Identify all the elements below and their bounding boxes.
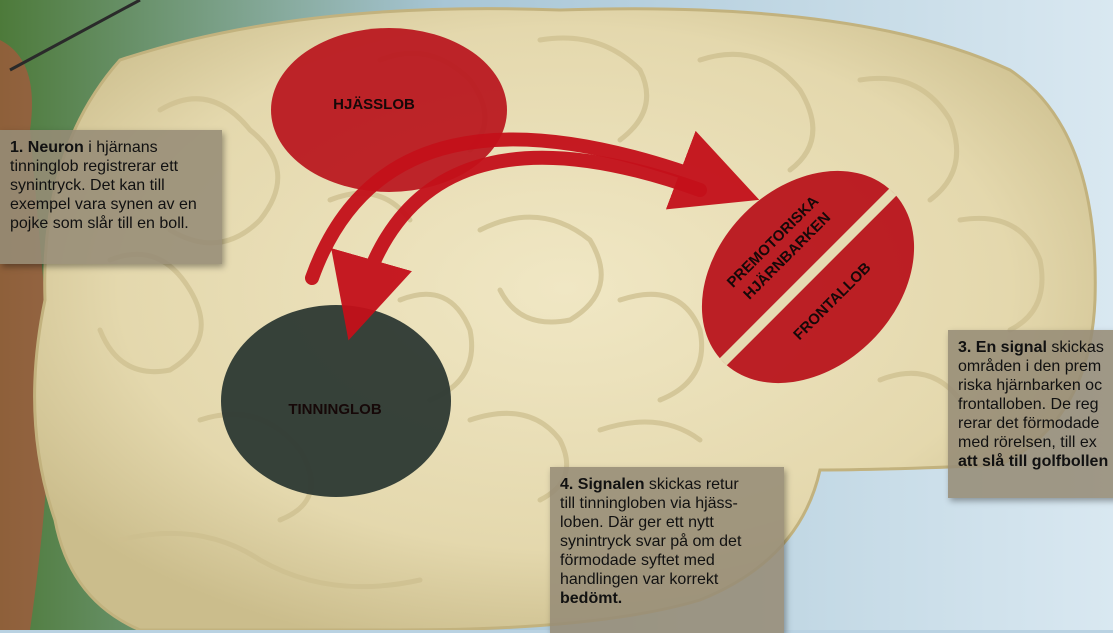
caption-signal-line: att slå till golfbollen xyxy=(958,453,1108,470)
caption-neuron: 1. Neuron i hjärnans tinninglob registre… xyxy=(0,130,222,264)
caption-signal-return-line: till tinningloben via hjäss- xyxy=(560,495,738,512)
caption-neuron-line: synintryck. Det kan till xyxy=(10,177,165,194)
caption-neuron-line: exempel vara synen av en xyxy=(10,196,197,213)
caption-signal-return-bold: 4. Signalen xyxy=(560,476,644,493)
caption-signal-line: skickas xyxy=(1047,339,1104,356)
caption-neuron-line: i hjärnans xyxy=(84,139,158,156)
caption-signal-return-line: bedömt. xyxy=(560,590,622,607)
caption-signal-return-line: skickas retur xyxy=(644,476,738,493)
caption-signal-return-line: synintryck svar på om det xyxy=(560,533,741,550)
caption-neuron-bold: 1. Neuron xyxy=(10,139,84,156)
caption-signal-line: områden i den prem xyxy=(958,358,1101,375)
caption-signal-line: med rörelsen, till ex xyxy=(958,434,1097,451)
caption-signal-bold: 3. En signal xyxy=(958,339,1047,356)
caption-neuron-line: pojke som slår till en boll. xyxy=(10,215,189,232)
caption-signal-line: frontalloben. De reg xyxy=(958,396,1099,413)
caption-signal-return-line: loben. Där ger ett nytt xyxy=(560,514,714,531)
caption-signal-return: 4. Signalen skickas retur till tinninglo… xyxy=(550,467,784,633)
caption-signal-line: riska hjärnbarken oc xyxy=(958,377,1102,394)
temporal-lobe-label: TINNINGLOB xyxy=(288,401,381,418)
caption-signal-return-line: handlingen var korrekt xyxy=(560,571,718,588)
parietal-lobe-label: HJÄSSLOB xyxy=(333,96,415,113)
caption-signal-return-line: förmodade syftet med xyxy=(560,552,715,569)
caption-signal: 3. En signal skickas områden i den prem … xyxy=(948,330,1113,498)
caption-signal-line: rerar det förmodade xyxy=(958,415,1099,432)
caption-neuron-line: tinninglob registrerar ett xyxy=(10,158,178,175)
